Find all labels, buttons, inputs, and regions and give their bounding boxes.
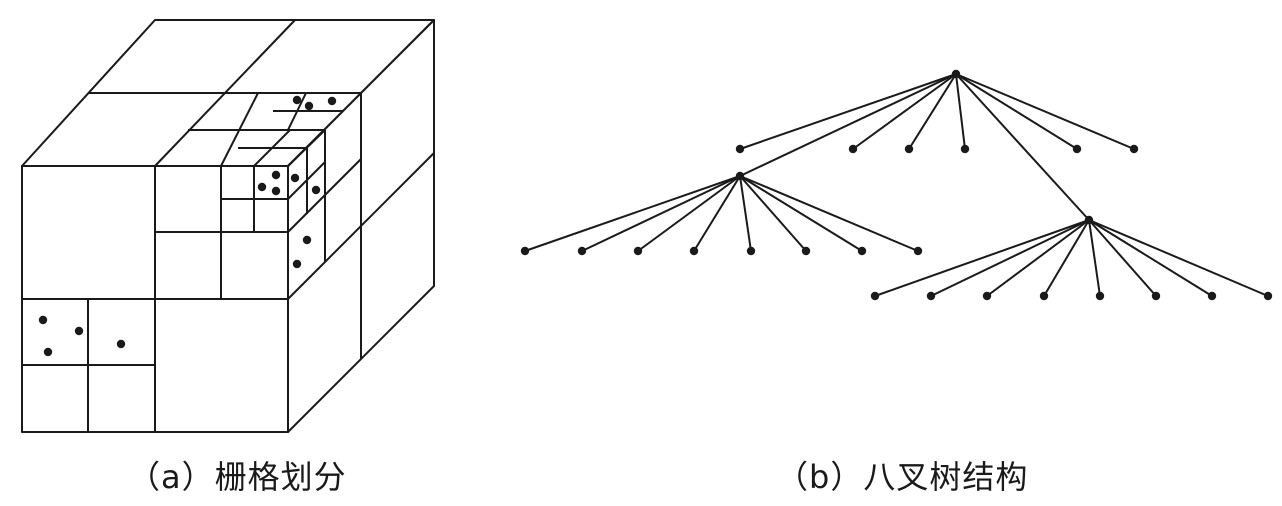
caption-octree-structure: （b）八叉树结构 [776,458,1029,496]
tree-edge [693,175,741,252]
point [43,347,53,357]
point [292,259,302,269]
point [116,339,126,349]
tree-node [1072,144,1082,154]
tree-edge [874,219,1090,297]
tree-node [1084,215,1094,225]
tree-edge [739,175,919,252]
tree-leaf-node [1263,291,1273,301]
tree-edge [1088,219,1157,297]
point [327,96,337,106]
tree-edge [930,219,1090,297]
tree-node [735,171,745,181]
top-sub-diagonal [220,92,259,167]
tree-edge [908,73,957,150]
top-fine-diagonal [253,129,291,167]
point [38,315,48,325]
tree-leaf-node [1151,291,1161,301]
tree-edge [739,175,863,252]
tree-edge [955,73,1078,150]
tree-edge [524,175,741,252]
point [271,186,281,196]
tree-node [1129,144,1139,154]
tree-edge [1088,219,1269,297]
tree-leaf-node [633,246,643,256]
top-finest-diagonal [287,92,307,131]
tree-leaf-node [913,246,923,256]
tree-leaf-node [746,246,756,256]
tree-edge [986,219,1090,297]
tree-edge [739,73,957,150]
point [74,326,84,336]
tree-edge [1088,219,1213,297]
caption-grid-division: （a）栅格划分 [128,458,347,496]
top-width-mid [154,19,296,167]
tree-leaf-node [926,291,936,301]
tree-edge [1088,219,1101,297]
point [271,170,281,180]
tree-leaf-node [689,246,699,256]
tree-edge [955,73,1135,150]
tree-node [848,144,858,154]
tree-leaf-node [520,246,530,256]
tree-leaf-node [1095,291,1105,301]
tree-node [904,144,914,154]
tree-node [735,144,745,154]
tree-leaf-node [1039,291,1049,301]
tree-leaf-node [1207,291,1217,301]
point [290,173,300,183]
point [257,182,267,192]
point [292,95,302,105]
tree-edge [1043,219,1090,297]
tree-edge [637,175,741,252]
tree-root-node [951,69,961,79]
cube-data-points [38,95,337,357]
cube-right-face [287,19,435,433]
tree-edge [955,73,1090,221]
octree-grid-cube [21,19,435,433]
tree-leaf-node [982,291,992,301]
tree-edge [955,73,966,150]
point [304,101,314,111]
tree-edge [581,175,741,252]
tree-leaf-node [857,246,867,256]
point [311,185,321,195]
tree-edge [739,175,807,252]
tree-edge [852,73,957,150]
point [302,235,312,245]
tree-edge [739,175,752,252]
tree-leaf-node [577,246,587,256]
tree-node [960,144,970,154]
tree-leaf-node [801,246,811,256]
tree-edge [739,73,957,177]
tree-leaf-node [870,291,880,301]
octree-nodes [520,69,1273,301]
octree-edges [524,73,1269,297]
